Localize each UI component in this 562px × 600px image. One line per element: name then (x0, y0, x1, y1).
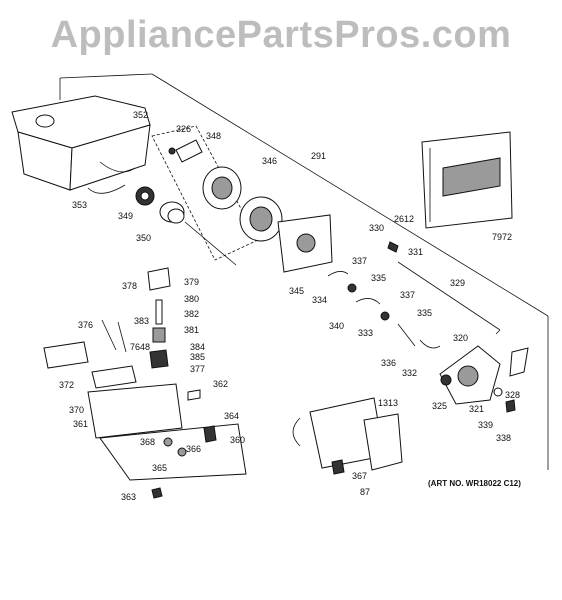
label-329: 329 (450, 278, 465, 288)
watermark-text: AppliancePartsPros.com (50, 14, 512, 56)
icemaker-part (292, 397, 403, 475)
label-2612: 2612 (394, 214, 414, 224)
label-353: 353 (72, 200, 87, 210)
label-363: 363 (121, 492, 136, 502)
label-326: 326 (176, 124, 191, 134)
label-291: 291 (311, 151, 326, 161)
auger-parts (135, 186, 237, 266)
label-384: 384 (190, 342, 205, 352)
label-380: 380 (184, 294, 199, 304)
label-372: 372 (59, 380, 74, 390)
label-367: 367 (352, 471, 367, 481)
label-381: 381 (184, 325, 199, 335)
label-382: 382 (184, 309, 199, 319)
label-320: 320 (453, 333, 468, 343)
label-336: 336 (381, 358, 396, 368)
label-350: 350 (136, 233, 151, 243)
label-383: 383 (134, 316, 149, 326)
label-335b: 335 (417, 308, 432, 318)
label-345: 345 (289, 286, 304, 296)
label-87: 87 (360, 487, 370, 497)
art-number: (ART NO. WR18022 C12) (428, 479, 521, 488)
label-365: 365 (152, 463, 167, 473)
label-376: 376 (78, 320, 93, 330)
label-331: 331 (408, 247, 423, 257)
label-330: 330 (369, 223, 384, 233)
label-1313: 1313 (378, 398, 398, 408)
label-362: 362 (213, 379, 228, 389)
label-346: 346 (262, 156, 277, 166)
label-378: 378 (122, 281, 137, 291)
label-335a: 335 (371, 273, 386, 283)
label-7972: 7972 (492, 232, 512, 242)
label-368: 368 (140, 437, 155, 447)
label-352: 352 (133, 110, 148, 120)
label-370: 370 (69, 405, 84, 415)
label-349: 349 (118, 211, 133, 221)
label-332: 332 (402, 368, 417, 378)
label-366: 366 (186, 444, 201, 454)
label-377: 377 (190, 364, 205, 374)
water-valve (101, 267, 171, 369)
assembly-outline (59, 73, 549, 470)
dispenser-door (421, 131, 513, 229)
label-360: 360 (230, 435, 245, 445)
label-338: 338 (496, 433, 511, 443)
label-364: 364 (224, 411, 239, 421)
label-337a: 337 (352, 256, 367, 266)
part-labels: 352 326 348 346 291 353 349 350 2612 797… (59, 110, 520, 502)
label-348: 348 (206, 131, 221, 141)
front-plate (277, 214, 333, 273)
label-334: 334 (312, 295, 327, 305)
label-333: 333 (358, 328, 373, 338)
label-385: 385 (190, 352, 205, 362)
cutter-blades (202, 166, 283, 242)
label-339: 339 (478, 420, 493, 430)
ice-bucket-part (11, 95, 151, 194)
label-337b: 337 (400, 290, 415, 300)
shelf-panel (151, 125, 259, 261)
label-7648: 7648 (130, 342, 150, 352)
motor-part (439, 345, 529, 413)
label-321: 321 (469, 404, 484, 414)
linkage-parts (327, 241, 501, 349)
label-325: 325 (432, 401, 447, 411)
label-340: 340 (329, 321, 344, 331)
control-box (43, 341, 247, 499)
label-379: 379 (184, 277, 199, 287)
label-361: 361 (73, 419, 88, 429)
label-328: 328 (505, 390, 520, 400)
